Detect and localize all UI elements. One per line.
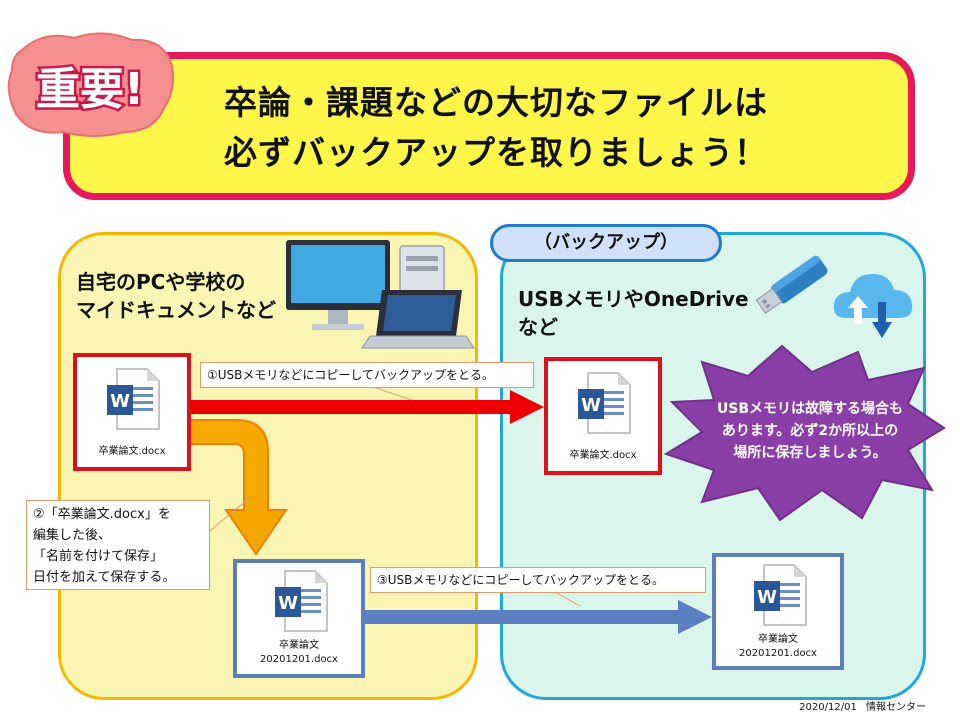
word-document-icon: W — [107, 368, 160, 430]
callout-step2-line-4: 日付を加えて保存する。 — [33, 570, 176, 585]
word-document-icon: W — [754, 564, 807, 626]
file-backup-2-name-line-2: 20201201.docx — [739, 648, 817, 659]
callout-step3: ③USBメモリなどにコピーしてバックアップをとる。 — [370, 567, 706, 593]
usb-stick-icon — [755, 255, 828, 314]
callout-2-pointer — [205, 495, 253, 535]
file-backup-1[interactable]: W 卒業論文.docx — [544, 357, 662, 475]
laptop-icon — [361, 290, 475, 349]
backup-panel-label: USBメモリやOneDrive など — [518, 285, 749, 341]
warning-burst — [663, 344, 946, 522]
desktop-pc-icon — [286, 240, 475, 349]
backup-label-line-2: など — [518, 315, 558, 339]
callout-step1: ①USBメモリなどにコピーしてバックアップをとる。 — [200, 362, 534, 388]
file-original-name: 卒業論文.docx — [98, 446, 166, 457]
file-dated-name-line-2: 20201201.docx — [260, 654, 338, 665]
local-panel-label: 自宅のPCや学校の マイドキュメントなど — [76, 268, 276, 324]
file-dated-name-line-1: 卒業論文 — [279, 640, 319, 651]
footer: 2020/12/01 情報センター — [799, 698, 926, 713]
warning-line-1: USBメモリは故障する場合も — [716, 401, 904, 417]
important-badge: 重要! — [7, 32, 174, 137]
blue-arrow-step3 — [364, 600, 712, 634]
callout-step2: ②「卒業論文.docx」を 編集した後、 「名前を付けて保存」 日付を加えて保存… — [26, 500, 210, 590]
file-backup-2[interactable]: W 卒業論文 20201201.docx — [712, 553, 844, 670]
badge-text: 重要! — [36, 64, 144, 115]
cloud-sync-icon — [833, 274, 913, 338]
warning-text: USBメモリは故障する場合も あります。必ず2か所以上の 場所に保存しましょう。 — [690, 398, 930, 464]
callout-step2-line-3: 「名前を付けて保存」 — [33, 549, 164, 564]
title-line-2: 必ずバックアップを取りましょう！ — [224, 133, 768, 172]
word-document-icon: W — [275, 570, 328, 632]
orange-arrow-step2 — [189, 419, 288, 556]
local-label-line-1: 自宅のPCや学校の — [76, 270, 246, 294]
footer-org: 情報センター — [866, 702, 926, 713]
title-line-1: 卒論・課題などの大切なファイルは — [224, 83, 768, 122]
warning-line-2: あります。必ず2か所以上の — [721, 423, 899, 439]
backup-badge: （バックアップ） — [490, 224, 722, 262]
svg-text:W: W — [110, 391, 130, 412]
red-arrow-step1 — [180, 390, 544, 424]
svg-text:W: W — [581, 395, 601, 416]
footer-date: 2020/12/01 — [799, 702, 857, 713]
file-original[interactable]: W 卒業論文.docx — [73, 353, 191, 471]
svg-text:W: W — [757, 587, 777, 608]
callout-1-pointer — [369, 385, 413, 401]
file-dated[interactable]: W 卒業論文 20201201.docx — [233, 559, 365, 678]
backup-label-line-1: USBメモリやOneDrive — [518, 287, 749, 311]
warning-line-3: 場所に保存しましょう。 — [733, 445, 887, 461]
svg-text:W: W — [278, 593, 298, 614]
callout-step2-line-2: 編集した後、 — [33, 528, 112, 543]
callout-step2-line-1: ②「卒業論文.docx」を — [33, 507, 171, 522]
file-backup-2-name-line-1: 卒業論文 — [758, 634, 798, 645]
local-label-line-2: マイドキュメントなど — [76, 298, 276, 322]
file-backup-1-name: 卒業論文.docx — [569, 450, 637, 461]
word-document-icon: W — [578, 372, 631, 434]
title-banner — [63, 52, 915, 200]
